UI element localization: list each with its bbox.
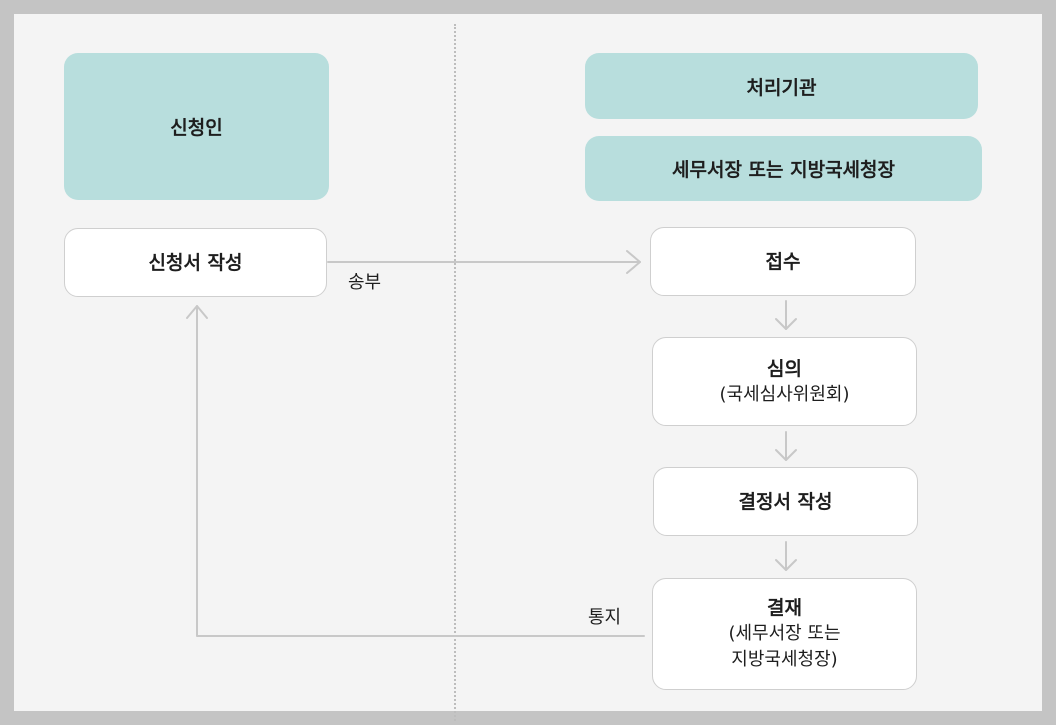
node-approval: 결재 (세무서장 또는 지방국세청장) [652, 578, 917, 690]
agency-header: 처리기관 [585, 53, 978, 119]
notify-arrowhead [186, 305, 208, 319]
node-approval-label: 결재 [767, 597, 802, 619]
send-arrowhead [626, 250, 641, 274]
send-label: 송부 [348, 272, 382, 293]
applicant-header: 신청인 [64, 53, 329, 200]
node-reception: 접수 [650, 227, 916, 296]
flow-arrowhead-1 [775, 318, 797, 330]
flow-arrowhead-3 [775, 559, 797, 571]
agency-header-label: 처리기관 [746, 76, 817, 99]
node-approval-note-line1: (세무서장 또는 [728, 623, 841, 644]
node-approval-note-line2: 지방국세청장) [731, 649, 838, 670]
agency-subheader: 세무서장 또는 지방국세청장 [585, 136, 982, 201]
node-decision-writing-label: 결정서 작성 [738, 490, 833, 513]
flow-arrowhead-2 [775, 449, 797, 461]
node-deliberation-note: (국세심사위원회) [719, 383, 850, 405]
notify-connector [196, 305, 645, 637]
notify-label: 통지 [588, 607, 622, 628]
agency-subheader-label: 세무서장 또는 지방국세청장 [672, 159, 895, 181]
node-application-writing: 신청서 작성 [64, 228, 327, 297]
lane-divider [454, 24, 456, 721]
node-deliberation-label: 심의 [767, 357, 802, 380]
node-decision-writing: 결정서 작성 [653, 467, 918, 536]
node-reception-label: 접수 [765, 250, 801, 273]
node-application-writing-label: 신청서 작성 [148, 251, 243, 274]
applicant-header-label: 신청인 [170, 117, 223, 139]
node-deliberation: 심의 (국세심사위원회) [652, 337, 917, 426]
